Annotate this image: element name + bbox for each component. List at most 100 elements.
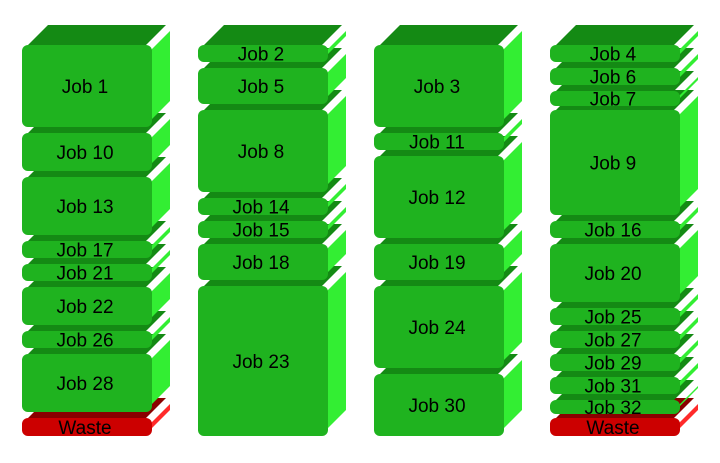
block-front-face (550, 400, 680, 414)
block-side-face (150, 404, 170, 430)
block-front-face (550, 221, 680, 238)
job-label: Job 3 (414, 77, 460, 98)
job-block: Job 3 (374, 25, 522, 127)
block-side-face (326, 96, 346, 186)
block-front-face (22, 177, 152, 235)
job-label: Job 15 (232, 221, 289, 242)
job-label: Job 11 (409, 133, 465, 154)
job-block: Job 2 (198, 25, 346, 66)
job-label: Job 8 (238, 142, 284, 163)
block-side-face (326, 31, 346, 56)
block-front-face (198, 198, 328, 215)
job-label: Job 22 (56, 297, 113, 318)
block-front-face (22, 45, 152, 127)
job-block: Job 18 (198, 224, 346, 280)
block-front-face (22, 241, 152, 258)
block-front-face (22, 287, 152, 325)
block-front-face (550, 331, 680, 348)
job-label: Job 30 (408, 396, 465, 417)
block-side-face (678, 404, 698, 430)
job-label: Job 27 (584, 331, 641, 352)
job-label: Job 9 (590, 154, 636, 175)
block-side-face (502, 360, 522, 430)
block-front-face (550, 91, 680, 106)
block-side-face (678, 230, 698, 296)
block-front-face (374, 286, 504, 368)
block-front-face (22, 354, 152, 412)
job-label: Job 28 (56, 374, 113, 395)
block-front-face (550, 68, 680, 85)
job-label: Job 12 (408, 188, 465, 209)
block-side-face (678, 363, 698, 388)
job-label: Job 6 (590, 68, 636, 89)
job-label: Job 32 (584, 398, 641, 419)
block-front-face (550, 110, 680, 215)
job-label: Job 20 (584, 264, 641, 285)
block-side-face (326, 54, 346, 98)
block-front-face (22, 133, 152, 171)
block-side-face (502, 119, 522, 144)
job-label: Job 29 (584, 354, 641, 375)
job-label: Job 25 (584, 308, 641, 329)
job-block: Job 23 (198, 266, 346, 436)
block-side-face (678, 317, 698, 342)
block-front-face (550, 377, 680, 394)
block-side-face (150, 250, 170, 275)
block-side-face (326, 230, 346, 274)
job-block: Job 4 (550, 25, 698, 66)
block-top-face (380, 25, 518, 45)
job-label: Job 4 (590, 45, 637, 66)
block-side-face (150, 119, 170, 165)
block-front-face (550, 308, 680, 325)
block-side-face (502, 31, 522, 121)
job-label: Job 14 (232, 198, 289, 219)
block-front-face (198, 244, 328, 280)
block-front-face (374, 374, 504, 436)
block-side-face (326, 207, 346, 232)
block-front-face (198, 286, 328, 436)
block-front-face (550, 45, 680, 62)
block-front-face (550, 418, 680, 436)
job-label: Job 13 (56, 197, 113, 218)
job-label: Job 5 (238, 77, 284, 98)
block-front-face (22, 331, 152, 348)
job-label: Job 10 (56, 143, 113, 164)
block-front-face (374, 244, 504, 280)
block-side-face (326, 184, 346, 209)
block-side-face (502, 272, 522, 362)
block-front-face (22, 264, 152, 281)
block-front-face (198, 221, 328, 238)
block-side-face (150, 340, 170, 406)
block-side-face (678, 386, 698, 408)
job-label: Job 17 (56, 241, 113, 262)
block-side-face (150, 227, 170, 252)
job-label: Job 31 (584, 377, 641, 398)
block-side-face (678, 54, 698, 79)
job-label: Job 26 (56, 331, 113, 352)
block-side-face (150, 317, 170, 342)
block-front-face (374, 156, 504, 238)
block-side-face (678, 294, 698, 319)
block-top-face (204, 25, 342, 45)
block-side-face (678, 31, 698, 56)
block-side-face (678, 77, 698, 100)
block-front-face (374, 45, 504, 127)
block-front-face (550, 244, 680, 302)
block-side-face (150, 163, 170, 229)
job-label: Job 23 (232, 352, 289, 373)
block-front-face (198, 110, 328, 192)
block-side-face (150, 31, 170, 121)
block-side-face (326, 272, 346, 430)
block-side-face (502, 142, 522, 232)
job-label: Job 21 (56, 264, 113, 285)
block-side-face (502, 230, 522, 274)
block-front-face (22, 418, 152, 436)
job-label: Job 18 (232, 253, 289, 274)
block-top-face (28, 25, 166, 45)
job-label: Job 7 (590, 90, 636, 111)
